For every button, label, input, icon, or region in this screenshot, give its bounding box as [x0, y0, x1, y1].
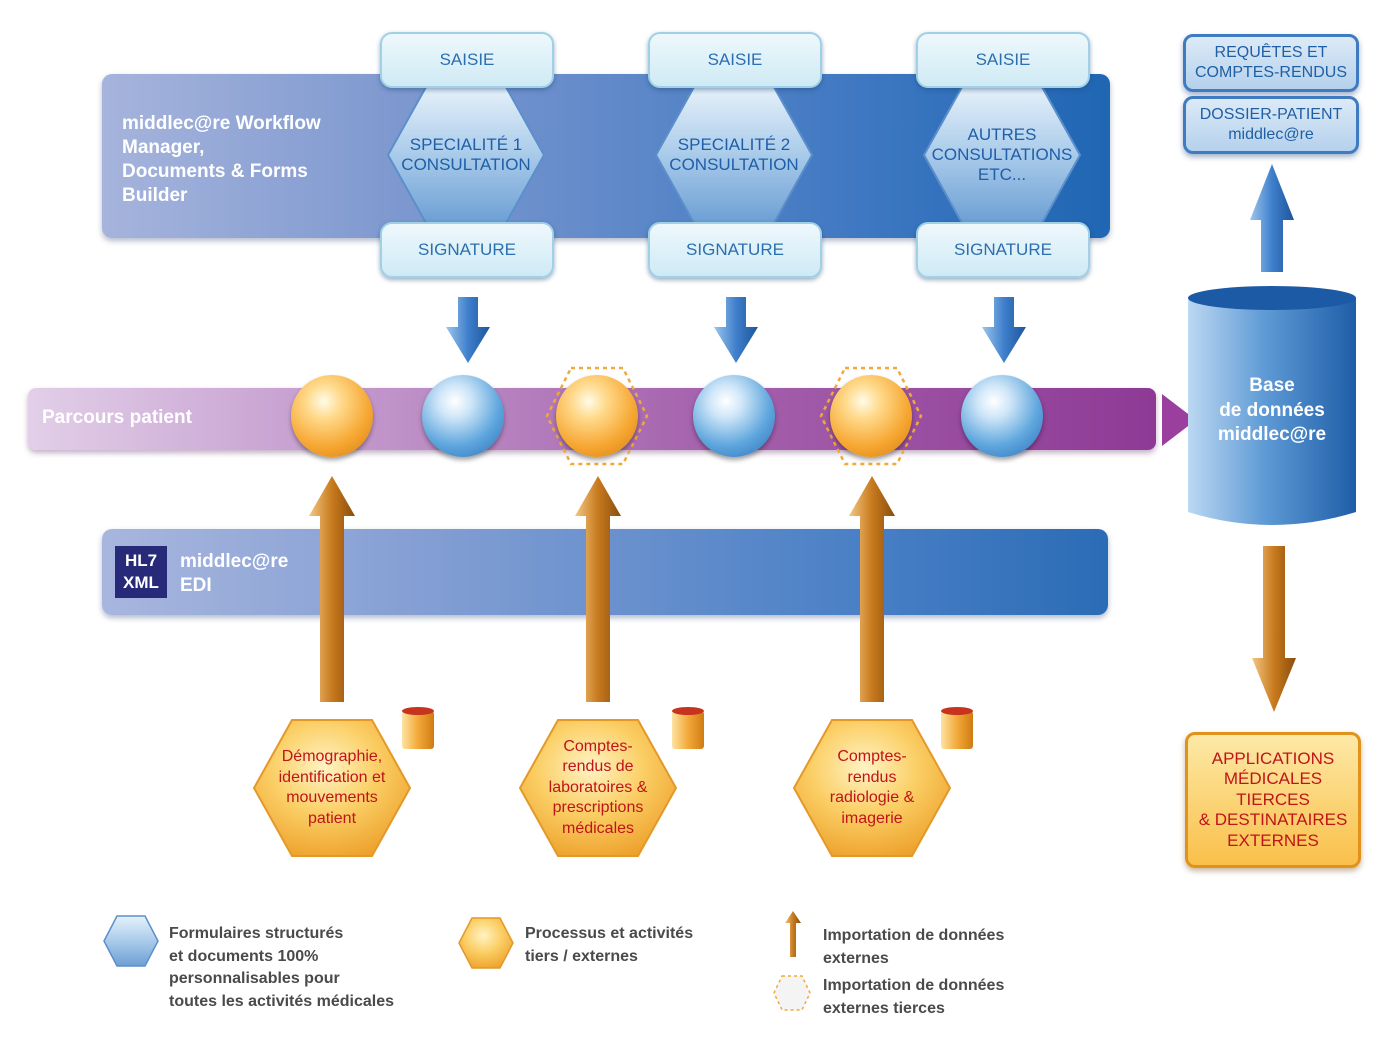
down-arrow-icon — [714, 297, 758, 363]
up-arrow-icon — [575, 476, 621, 702]
up-arrow-icon — [1250, 164, 1294, 272]
node-orange-dashed[interactable] — [556, 375, 638, 457]
legend-orange-hex-icon — [458, 917, 514, 969]
hl7-label: HL7 — [124, 551, 158, 570]
hex-demographie: Démographie, identification et mouvement… — [252, 718, 412, 858]
hex-laboratoires-label: Comptes- rendus de laboratoires & prescr… — [548, 737, 648, 837]
dossier-patient-box[interactable]: DOSSIER-PATIENT middlec@re — [1183, 96, 1359, 154]
signature-button-3[interactable]: SIGNATURE — [916, 222, 1090, 278]
legend-orange-text: Processus et activités tiers / externes — [525, 925, 694, 965]
database-icon — [672, 707, 704, 749]
hex-specialite-2-label: SPECIALITÉ 2 CONSULTATION — [669, 135, 799, 174]
database-cylinder — [1188, 286, 1356, 525]
node-blue[interactable] — [422, 375, 504, 457]
signature-button-1[interactable]: SIGNATURE — [380, 222, 554, 278]
down-arrow-icon — [446, 297, 490, 363]
legend-arrow-text: Importation de données externes — [823, 927, 1005, 967]
legend-up-arrow-icon — [785, 911, 801, 957]
legend-dashed-text: Importation de données externes tierces — [823, 977, 1005, 1017]
legend-blue-text: Formulaires structurés et documents 100%… — [169, 925, 394, 1010]
hex-laboratoires: Comptes- rendus de laboratoires & prescr… — [518, 718, 678, 858]
node-blue[interactable] — [693, 375, 775, 457]
database-icon — [402, 707, 434, 749]
legend-dashed-hex-icon — [773, 975, 811, 1011]
node-blue[interactable] — [961, 375, 1043, 457]
hex-demographie-label: Démographie, identification et mouvement… — [278, 748, 386, 827]
arrow-head-icon — [1162, 394, 1196, 446]
node-orange-dashed[interactable] — [830, 375, 912, 457]
hex-specialite-1: SPECIALITÉ 1 CONSULTATION — [386, 85, 546, 225]
saisie-button-3[interactable]: SAISIE — [916, 32, 1090, 88]
node-orange[interactable] — [291, 375, 373, 457]
signature-button-2[interactable]: SIGNATURE — [648, 222, 822, 278]
hex-specialite-2: SPECIALITÉ 2 CONSULTATION — [654, 85, 814, 225]
hl7-xml-badge: HL7 XML — [115, 546, 167, 598]
database-icon — [941, 707, 973, 749]
up-arrow-icon — [849, 476, 895, 702]
parcours-patient-label: Parcours patient — [42, 407, 192, 428]
hex-radiologie: Comptes- rendus radiologie & imagerie — [792, 718, 952, 858]
hex-autres-consultations-label: AUTRES CONSULTATIONS ETC... — [931, 125, 1073, 184]
applications-tierces-box[interactable]: APPLICATIONS MÉDICALES TIERCES & DESTINA… — [1185, 732, 1361, 868]
hex-autres-consultations: AUTRES CONSULTATIONS ETC... — [922, 85, 1082, 225]
up-arrow-icon — [309, 476, 355, 702]
hex-radiologie-label: Comptes- rendus radiologie & imagerie — [829, 748, 915, 827]
requetes-comptes-rendus-box[interactable]: REQUÊTES ET COMPTES-RENDUS — [1183, 34, 1359, 92]
down-arrow-icon — [982, 297, 1026, 363]
saisie-button-1[interactable]: SAISIE — [380, 32, 554, 88]
xml-label: XML — [123, 573, 159, 592]
database-label: Base de données middlec@re — [1217, 375, 1327, 445]
hex-specialite-1-label: SPECIALITÉ 1 CONSULTATION — [401, 135, 531, 174]
edi-title: middlec@re EDI — [180, 551, 289, 596]
dashed-hex-icon — [819, 366, 923, 466]
dashed-hex-icon — [545, 366, 649, 466]
saisie-button-2[interactable]: SAISIE — [648, 32, 822, 88]
down-arrow-icon — [1252, 546, 1296, 712]
legend-blue-hex-icon — [103, 915, 159, 967]
workflow-title: middlec@re Workflow Manager, Documents &… — [122, 113, 321, 206]
